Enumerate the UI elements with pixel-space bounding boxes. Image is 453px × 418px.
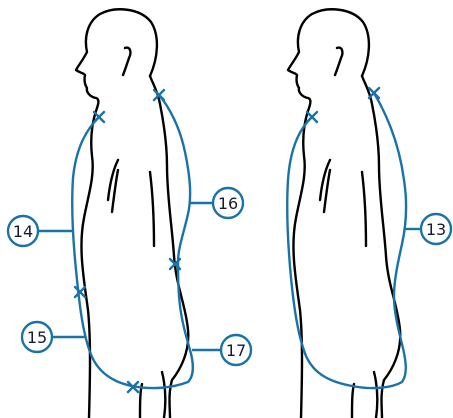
left-leg-line [162, 372, 165, 418]
right-labels: 13 [405, 214, 451, 244]
right-figure: 13 [287, 9, 451, 418]
left-figure: 14 15 16 17 [8, 9, 251, 418]
label-14: 14 [13, 222, 33, 241]
right-back-outline [362, 76, 400, 418]
label-15: 15 [27, 328, 47, 347]
left-marker-waist-front [75, 287, 85, 297]
label-17: 17 [226, 341, 246, 360]
label-13: 13 [426, 220, 446, 239]
left-thigh-line [140, 384, 142, 418]
right-arm [320, 160, 330, 212]
left-head-front-outline [76, 9, 157, 418]
left-labels: 14 15 16 17 [8, 188, 251, 365]
left-arm-back [150, 172, 154, 246]
right-arm-back [362, 172, 366, 246]
right-marker-neck-back [369, 88, 379, 98]
left-arm [108, 160, 118, 212]
right-body-outline [288, 9, 400, 418]
right-thigh-line [352, 384, 354, 418]
right-measure-route [287, 93, 406, 388]
right-leg-line [374, 372, 377, 418]
left-ear [123, 48, 130, 75]
left-back-outline [150, 76, 188, 418]
right-marker-neck-front [307, 112, 317, 122]
right-head-front-outline [288, 9, 369, 418]
right-route-path [287, 93, 406, 388]
label-16: 16 [218, 194, 238, 213]
right-ear [335, 48, 342, 75]
